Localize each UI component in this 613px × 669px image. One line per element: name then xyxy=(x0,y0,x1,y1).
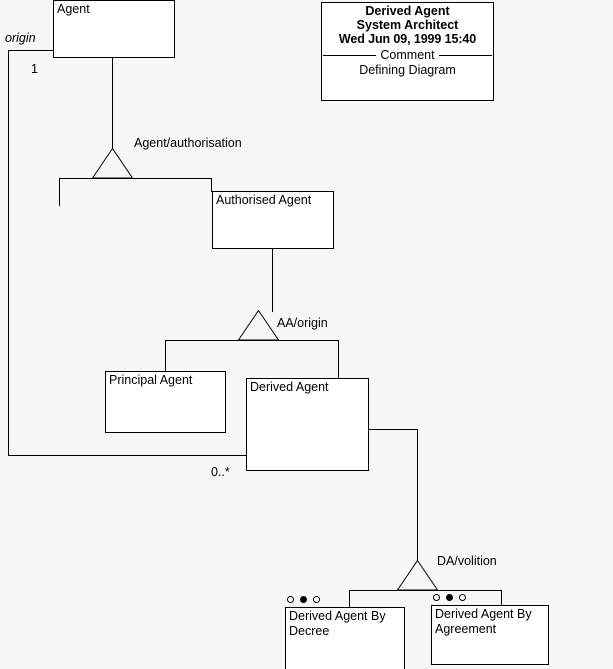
marker-hollow-icon xyxy=(313,596,320,603)
note-date: Wed Jun 09, 1999 15:40 xyxy=(338,32,477,46)
class-name-principal-agent: Principal Agent xyxy=(109,373,193,387)
marker-hollow-icon xyxy=(459,594,466,601)
generalization-drop-principal-agent xyxy=(165,340,166,372)
generalization-bar-agent-authorisation xyxy=(59,178,212,179)
note-divider-rule-right xyxy=(438,54,492,56)
marker-hollow-icon xyxy=(287,596,294,603)
association-line-agent-left-stub xyxy=(8,50,53,51)
association-multiplicity-source: 1 xyxy=(31,62,38,76)
generalization-label-da-volition: DA/volition xyxy=(437,554,497,568)
generalization-triangle-da-volition xyxy=(397,560,438,591)
class-box-agent[interactable]: Agent xyxy=(53,0,175,58)
generalization-drop-derived-agent xyxy=(338,340,339,379)
class-box-derived-agent-by-decree[interactable]: Derived Agent By Decree xyxy=(285,607,405,669)
association-line-horizontal-bottom xyxy=(8,455,248,456)
class-name-derived-agent: Derived Agent xyxy=(250,380,329,394)
class-name-derived-agent-by-decree: Derived Agent By Decree xyxy=(289,609,386,638)
generalization-triangle-agent-authorisation xyxy=(92,148,133,179)
marker-filled-icon xyxy=(300,596,307,603)
class-name-authorised-agent: Authorised Agent xyxy=(216,193,312,207)
association-multiplicity-target: 0..* xyxy=(211,465,230,479)
note-subtitle: System Architect xyxy=(356,17,459,32)
generalization-drop-derived-agent-by-agreement xyxy=(501,590,502,606)
association-line-vertical-left xyxy=(8,50,9,456)
markers-derived-agent-by-decree xyxy=(287,596,320,603)
generalization-line-authorised-agent-to-triangle xyxy=(272,248,273,312)
generalization-triangle-aa-origin xyxy=(238,310,279,341)
generalization-drop-authorised-agent xyxy=(211,178,212,192)
note-body: Defining Diagram xyxy=(359,63,456,77)
generalization-stub-left-agent-authorisation xyxy=(59,178,60,206)
markers-derived-agent-by-agreement xyxy=(433,594,466,601)
diagram-header-note: Derived Agent System Architect Wed Jun 0… xyxy=(321,2,494,101)
class-box-authorised-agent[interactable]: Authorised Agent xyxy=(212,191,334,249)
class-box-derived-agent-by-agreement[interactable]: Derived Agent By Agreement xyxy=(431,605,549,665)
association-role-label-origin: origin xyxy=(5,31,36,45)
generalization-line-derived-agent-right xyxy=(368,429,418,430)
generalization-line-agent-to-triangle xyxy=(112,57,113,149)
class-name-agent: Agent xyxy=(57,2,90,16)
note-divider: Comment xyxy=(322,48,493,62)
marker-filled-icon xyxy=(446,594,453,601)
generalization-drop-derived-agent-by-decree xyxy=(349,590,350,608)
generalization-line-derived-agent-down xyxy=(417,429,418,562)
class-name-derived-agent-by-agreement: Derived Agent By Agreement xyxy=(435,607,532,636)
class-box-principal-agent[interactable]: Principal Agent xyxy=(105,371,226,433)
marker-hollow-icon xyxy=(433,594,440,601)
note-divider-label: Comment xyxy=(380,48,435,62)
generalization-label-agent-authorisation: Agent/authorisation xyxy=(134,136,242,150)
generalization-label-aa-origin: AA/origin xyxy=(277,316,328,330)
class-box-derived-agent[interactable]: Derived Agent xyxy=(246,378,369,471)
note-title: Derived Agent xyxy=(365,4,450,18)
note-divider-rule-left xyxy=(323,54,377,56)
